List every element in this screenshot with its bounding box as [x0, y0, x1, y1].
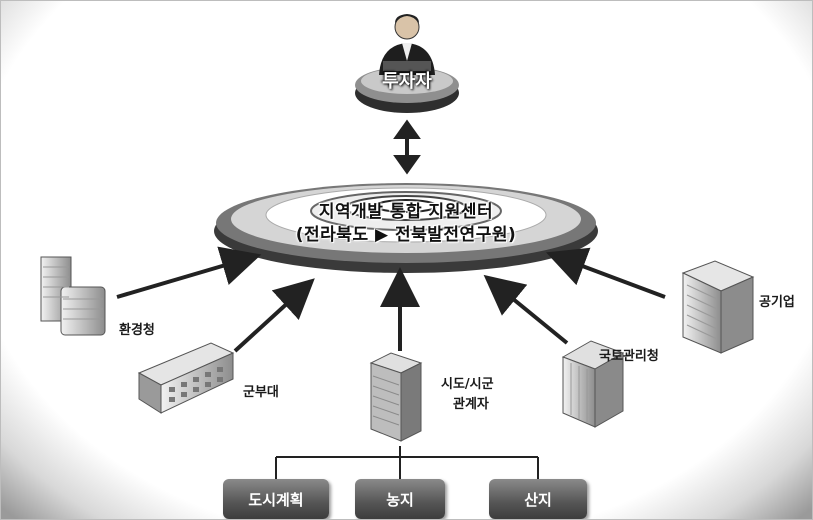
- sub-box-forest: 산지: [489, 479, 587, 519]
- center-disc: [214, 183, 598, 273]
- agency-land-admin-label: 국토관리청: [599, 349, 659, 364]
- barracks-icon: [137, 342, 235, 414]
- building-icon: [40, 256, 106, 336]
- arrow-public-corp: [546, 247, 666, 299]
- investor-label: 투자자: [382, 71, 432, 92]
- center-title-line2: (전라북도 ▶ 전북발전연구원): [295, 225, 517, 245]
- agency-military-label: 군부대: [243, 385, 279, 400]
- agency-public-corp-label: 공기업: [759, 295, 795, 310]
- building-icon: [681, 260, 755, 354]
- flow-arrows: [116, 246, 666, 353]
- person-icon: [379, 14, 435, 75]
- arrow-military: [233, 278, 315, 353]
- agency-city-label-line1: 시도/시군: [441, 377, 494, 392]
- arrow-land-admin: [483, 274, 569, 345]
- investor-figure: [355, 14, 459, 113]
- agency-city-label-line2: 관계자: [453, 397, 489, 412]
- double-arrow: [393, 119, 421, 175]
- sub-box-urban-planning: 도시계획: [223, 479, 329, 519]
- tower-icon: [369, 352, 423, 442]
- sub-box-farmland: 농지: [355, 479, 445, 519]
- center-title-line1: 지역개발 통합 지원센터: [318, 202, 494, 222]
- office-icon: [561, 340, 625, 428]
- arrow-environment: [116, 246, 262, 299]
- connector-lines: [275, 446, 539, 479]
- agency-environment-label: 환경청: [119, 323, 155, 338]
